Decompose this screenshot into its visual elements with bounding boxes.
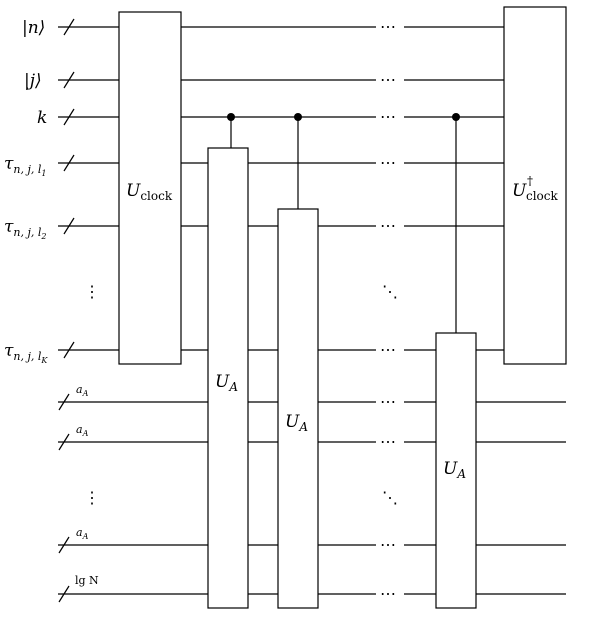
u-clock-label: Uclock <box>126 181 173 203</box>
u-clock-dagger-sup: † <box>527 174 533 188</box>
label-k: k <box>37 108 47 128</box>
slash-icon <box>63 18 75 36</box>
vdots-left-2: ⋮ <box>84 488 100 507</box>
control-dot-3 <box>452 113 460 121</box>
hdots-k: ⋯ <box>380 107 396 126</box>
slash-icon <box>58 393 70 411</box>
slash-icon <box>63 154 75 172</box>
hdots-lgN: ⋯ <box>380 584 396 603</box>
u-a-label-2: UA <box>285 412 308 434</box>
label-lgN: lg N <box>75 574 99 587</box>
label-tau-1: τn, j, l1 <box>4 154 47 178</box>
slash-icon <box>63 71 75 89</box>
u-clock-dagger-sub: clock <box>526 189 559 203</box>
slash-icon <box>63 217 75 235</box>
label-tau-K: τn, j, lK <box>4 341 48 365</box>
slash-icon <box>63 341 75 359</box>
ddots-lower: ⋱ <box>382 488 398 507</box>
u-clock-gate <box>118 11 182 365</box>
u-clock-dagger-gate <box>503 6 567 365</box>
bundle-slashes <box>58 18 75 603</box>
control-dot-1 <box>227 113 235 121</box>
gates: Uclock UA UA UA U † clock <box>118 6 567 609</box>
hdots-aA-1: ⋯ <box>380 392 396 411</box>
label-n-ket: |n⟩ <box>22 18 45 38</box>
ddots-upper: ⋱ <box>382 282 398 301</box>
label-aA-3: aA <box>76 526 89 541</box>
label-aA-1: aA <box>76 383 89 398</box>
slash-icon <box>58 433 70 451</box>
hdots-tau-K: ⋯ <box>380 340 396 359</box>
hdots-n: ⋯ <box>380 17 396 36</box>
u-a-label-3: UA <box>443 459 466 481</box>
hdots-aA-2: ⋯ <box>380 432 396 451</box>
vdots-left-1: ⋮ <box>84 282 100 301</box>
ellipses: ⋯ ⋯ ⋯ ⋯ ⋯ ⋱ ⋯ ⋯ ⋯ ⋱ ⋯ ⋯ <box>380 17 398 603</box>
slash-icon <box>58 585 70 603</box>
u-a-gate-2 <box>277 208 319 609</box>
hdots-tau-1: ⋯ <box>380 153 396 172</box>
control-dot-2 <box>294 113 302 121</box>
label-j-ket: |j⟩ <box>24 71 42 91</box>
hdots-j: ⋯ <box>380 70 396 89</box>
label-aA-2: aA <box>76 423 89 438</box>
slash-icon <box>63 108 75 126</box>
slash-icon <box>58 536 70 554</box>
hdots-aA-3: ⋯ <box>380 535 396 554</box>
wire-labels: |n⟩ |j⟩ k τn, j, l1 τn, j, l2 ⋮ τn, j, l… <box>4 18 100 587</box>
u-clock-dagger-label: U <box>512 181 527 201</box>
u-a-label-1: UA <box>215 372 238 394</box>
u-a-gate-3 <box>435 332 477 609</box>
hdots-tau-2: ⋯ <box>380 216 396 235</box>
controls <box>227 113 460 333</box>
u-a-gate-1 <box>207 147 249 609</box>
label-tau-2: τn, j, l2 <box>4 217 47 241</box>
